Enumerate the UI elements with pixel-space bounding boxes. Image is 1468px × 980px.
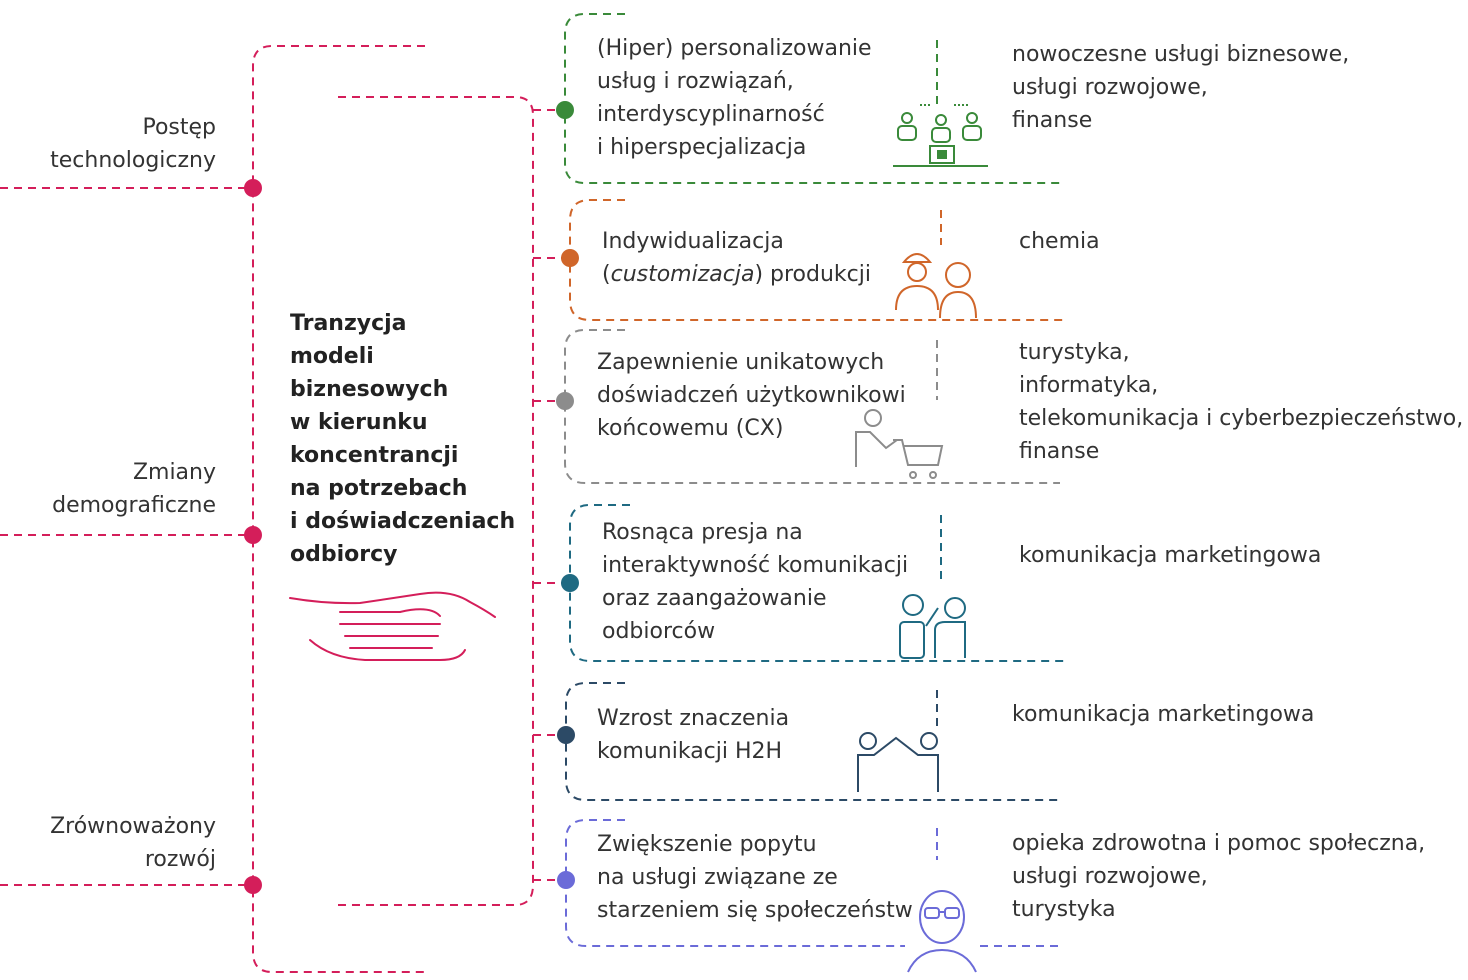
trend-italic-word: customizacja xyxy=(610,262,755,287)
sectors-5: komunikacja marketingowa xyxy=(1012,698,1314,731)
trend-line: interaktywność komunikacji xyxy=(602,553,909,578)
trend-box-1 xyxy=(564,13,1062,184)
driver-connectors xyxy=(0,45,570,973)
sector-line: telekomunikacja i cyberbezpieczeństwo, xyxy=(1019,406,1464,431)
sector-line: finanse xyxy=(1012,108,1093,133)
trend-dot-1 xyxy=(556,101,574,119)
sector-line: informatyka, xyxy=(1019,373,1159,398)
center-title-line: koncentrancji xyxy=(290,443,459,468)
sector-line: usługi rozwojowe, xyxy=(1012,75,1208,100)
trend-line: starzeniem się społeczeństw xyxy=(597,898,913,923)
driver-dots xyxy=(244,179,262,894)
sectors-6: opieka zdrowotna i pomoc społeczna, usłu… xyxy=(1012,827,1425,926)
trend-line: Rosnąca presja na xyxy=(602,520,803,545)
sector-line: komunikacja marketingowa xyxy=(1019,543,1322,568)
center-title-line: i doświadczeniach xyxy=(290,509,516,534)
trend-text-6: Zwiększenie popytu na usługi związane ze… xyxy=(597,828,913,927)
trend-line: odbiorców xyxy=(602,619,716,644)
driver-label-line: Zrównoważony xyxy=(50,814,216,839)
trend-line: Zapewnienie unikatowych xyxy=(597,350,885,375)
center-title: Tranzycja modeli biznesowych w kierunku … xyxy=(290,307,530,571)
sector-line: nowoczesne usługi biznesowe, xyxy=(1012,42,1350,67)
driver-dot xyxy=(244,179,262,197)
driver-label-line: demograficzne xyxy=(52,493,216,518)
trend-dot-6 xyxy=(557,871,575,889)
trend-line: Indywidualizacja xyxy=(602,229,784,254)
sectors-4: komunikacja marketingowa xyxy=(1019,539,1321,572)
driver-dot xyxy=(244,876,262,894)
trend-line: (customizacja) produkcji xyxy=(602,262,871,287)
trend-line: Zwiększenie popytu xyxy=(597,832,817,857)
sectors-3: turystyka, informatyka, telekomunikacja … xyxy=(1019,336,1463,468)
center-title-line: odbiorcy xyxy=(290,542,398,567)
two-people-talking-icon xyxy=(899,594,966,659)
center-title-line: w kierunku xyxy=(290,410,428,435)
sector-line: turystyka xyxy=(1012,897,1116,922)
trend-text-2: Indywidualizacja (customizacja) produkcj… xyxy=(602,225,871,291)
trend-box-5 xyxy=(565,682,1060,801)
elderly-person-icon xyxy=(907,890,977,973)
center-title-line: Tranzycja xyxy=(290,311,407,336)
center-title-line: biznesowych xyxy=(290,377,449,402)
trend-line: na usługi związane ze xyxy=(597,865,838,890)
trend-line: usług i rozwiązań, xyxy=(597,69,794,94)
trend-dot-5 xyxy=(557,726,575,744)
driver-label-line: rozwój xyxy=(144,847,216,872)
team-computers-icon xyxy=(893,104,988,167)
trend-text-5: Wzrost znaczenia komunikacji H2H xyxy=(597,702,789,768)
trend-line: końcowemu (CX) xyxy=(597,416,784,441)
trend-line: oraz zaangażowanie xyxy=(602,586,827,611)
sectors-2: chemia xyxy=(1019,225,1100,258)
trend-text-4: Rosnąca presja na interaktywność komunik… xyxy=(602,516,908,648)
driver-label-technology: Postęp technologiczny xyxy=(0,111,216,177)
trend-line: doświadczeń użytkownikowi xyxy=(597,383,906,408)
driver-label-line: Postęp xyxy=(142,115,216,140)
handshake-icon xyxy=(289,591,496,661)
shopper-cart-icon xyxy=(855,409,944,479)
sector-line: opieka zdrowotna i pomoc społeczna, xyxy=(1012,831,1426,856)
trend-line: Wzrost znaczenia xyxy=(597,706,790,731)
trend-line: komunikacji H2H xyxy=(597,739,783,764)
two-people-high-five-icon xyxy=(857,732,939,792)
center-title-line: modeli xyxy=(290,344,374,369)
trend-dot-2 xyxy=(561,249,579,267)
sector-line: chemia xyxy=(1019,229,1100,254)
sector-line: komunikacja marketingowa xyxy=(1012,702,1315,727)
trend-line: interdyscyplinarność xyxy=(597,102,825,127)
driver-dot xyxy=(244,526,262,544)
trend-box-2 xyxy=(569,199,1065,321)
trend-text-1: (Hiper) personalizowanie usług i rozwiąz… xyxy=(597,32,872,164)
trend-dot-4 xyxy=(561,574,579,592)
sector-line: turystyka, xyxy=(1019,340,1130,365)
sector-line: finanse xyxy=(1019,439,1100,464)
driver-label-line: Zmiany xyxy=(132,460,216,485)
worker-and-woman-icon xyxy=(895,253,977,319)
driver-label-demographics: Zmiany demograficzne xyxy=(0,456,216,522)
sectors-1: nowoczesne usługi biznesowe, usługi rozw… xyxy=(1012,38,1349,137)
sector-line: usługi rozwojowe, xyxy=(1012,864,1208,889)
center-title-line: na potrzebach xyxy=(290,476,468,501)
driver-label-line: technologiczny xyxy=(50,148,216,173)
trend-text-3: Zapewnienie unikatowych doświadczeń użyt… xyxy=(597,346,906,445)
trend-dot-3 xyxy=(556,392,574,410)
trend-line: i hiperspecjalizacja xyxy=(597,135,807,160)
driver-label-sustainability: Zrównoważony rozwój xyxy=(0,810,216,876)
trend-line: (Hiper) personalizowanie xyxy=(597,36,872,61)
